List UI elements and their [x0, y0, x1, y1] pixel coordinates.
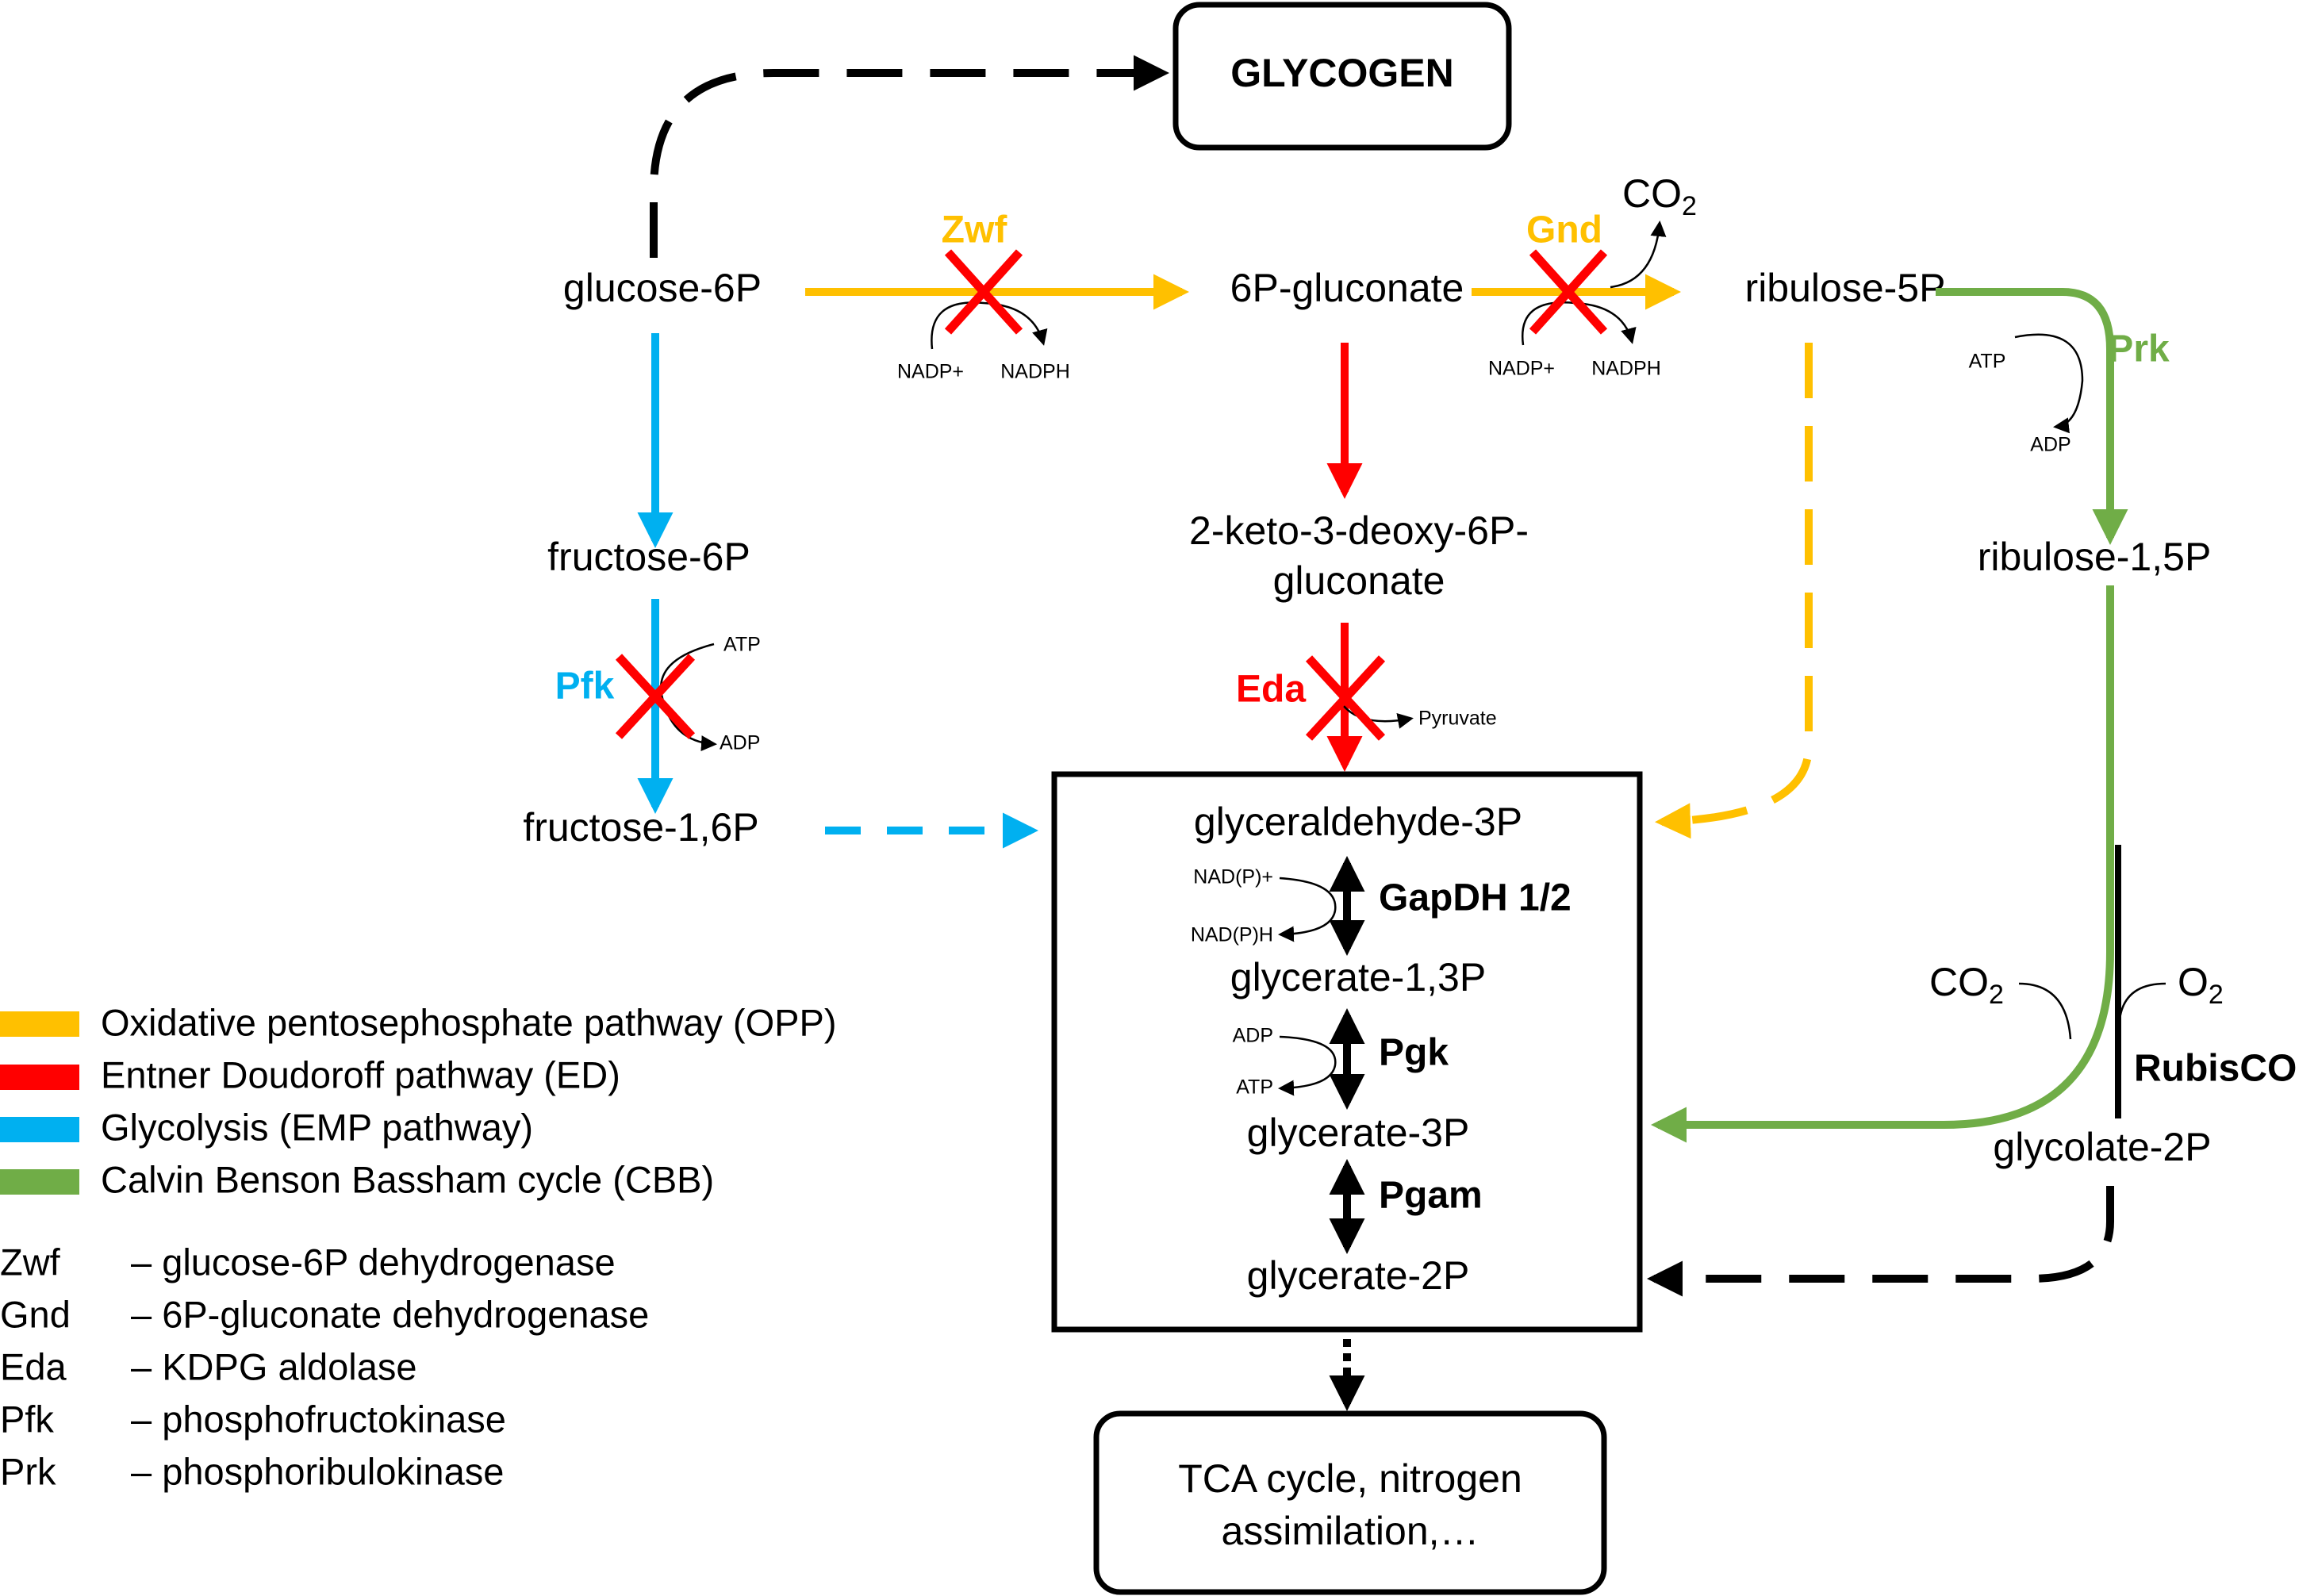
gnd-nadp-plus-label: NADP+ — [1488, 358, 1555, 380]
gapdh-nadph-label: NAD(P)H — [1191, 924, 1273, 946]
glyceraldehyde-3p-label: glyceraldehyde-3P — [1194, 800, 1522, 844]
pfk-adp-label: ADP — [720, 732, 760, 754]
rubisco-co2-label: CO2 — [1929, 960, 2004, 1010]
gnd-co2-label: CO2 — [1622, 171, 1697, 221]
rubisco-enzyme-label: RubisCO — [2134, 1048, 2297, 1090]
legend-label-emp: Glycolysis (EMP pathway) — [101, 1106, 533, 1148]
legend-label-opp: Oxidative pentosephosphate pathway (OPP) — [101, 1001, 837, 1043]
pgam-enzyme-label: Pgam — [1379, 1175, 1483, 1217]
abbr-zwf-desc: – glucose-6P dehydrogenase — [131, 1241, 616, 1283]
fructose-16p-label: fructose-1,6P — [523, 805, 758, 850]
abbr-eda-desc: – KDPG aldolase — [131, 1345, 417, 1387]
gapdh-enzyme-label: GapDH 1/2 — [1379, 877, 1572, 919]
glycerate-13p-label: glycerate-1,3P — [1230, 955, 1486, 999]
glycogen-box — [1172, 2, 1512, 151]
pyruvate-label: Pyruvate — [1418, 708, 1497, 730]
rubisco-carboxylation-arrow — [1651, 585, 2114, 1143]
pgk-cofactor-curve — [1278, 1035, 1337, 1096]
glucose-6p-label: glucose-6P — [563, 266, 762, 310]
ribulose-15p-label: ribulose-1,5P — [1978, 535, 2212, 579]
gnd-enzyme-label: Gnd — [1526, 209, 1602, 251]
glycolate-salvage-arrow — [1647, 1186, 2114, 1297]
legend-label-ed: Entner Doudoroff pathway (ED) — [101, 1053, 620, 1095]
zwf-knockout-icon — [944, 249, 1023, 335]
abbr-pfk-desc: – phosphofructokinase — [131, 1398, 506, 1440]
glycerate-2p-label: glycerate-2P — [1247, 1253, 1470, 1298]
gapdh-cofactor-curve — [1278, 877, 1337, 942]
legend-swatch-emp — [0, 1117, 79, 1142]
prk-atp-label: ATP — [1969, 351, 2006, 373]
prk-cofactor-curve — [2014, 333, 2084, 434]
gnd-knockout-icon — [1529, 249, 1608, 335]
glycogen-synthesis-arrow — [650, 55, 1169, 258]
zwf-cofactor-curve — [931, 301, 1048, 350]
abbr-prk: Prk — [0, 1450, 56, 1492]
pfk-knockout-icon — [615, 654, 696, 739]
pfk-atp-label: ATP — [723, 634, 761, 656]
abbr-gnd: Gnd — [0, 1293, 71, 1335]
zwf-nadph-label: NADPH — [1000, 361, 1070, 383]
kdpg-label-line1: 2-keto-3-deoxy-6P- — [1189, 508, 1529, 553]
rubisco-o2-curve — [2118, 982, 2166, 1020]
tca-label-line2: assimilation,… — [1221, 1509, 1479, 1553]
zwf-enzyme-label: Zwf — [942, 209, 1008, 251]
6p-gluconate-label: 6P-gluconate — [1230, 266, 1464, 310]
glycolate-2p-label: glycolate-2P — [1993, 1125, 2211, 1169]
gapdh-nadp-plus-label: NAD(P)+ — [1193, 866, 1273, 888]
rubisco-o2-label: O2 — [2178, 960, 2224, 1010]
gnd-nadph-label: NADPH — [1591, 358, 1661, 380]
abbr-eda: Eda — [0, 1345, 67, 1387]
legend-swatch-ed — [0, 1065, 79, 1090]
eda-knockout-icon — [1305, 655, 1386, 741]
eda-enzyme-label: Eda — [1236, 669, 1306, 711]
pgk-enzyme-label: Pgk — [1379, 1032, 1449, 1074]
abbr-pfk: Pfk — [0, 1398, 54, 1440]
zwf-nadp-plus-label: NADP+ — [897, 361, 964, 383]
abbreviation-list: Zwf – glucose-6P dehydrogenase Gnd – 6P-… — [0, 1241, 649, 1492]
pgk-adp-label: ADP — [1233, 1025, 1273, 1047]
legend-swatch-opp — [0, 1011, 79, 1037]
pgk-atp-label: ATP — [1236, 1076, 1273, 1099]
legend-label-cbb: Calvin Benson Bassham cycle (CBB) — [101, 1158, 714, 1200]
prk-enzyme-label: Prk — [2108, 328, 2170, 370]
glycogen-label: GLYCOGEN — [1230, 51, 1454, 95]
lower-glycolysis-box — [1051, 771, 1643, 1333]
abbr-prk-desc: – phosphoribulokinase — [131, 1450, 504, 1492]
pfk-enzyme-label: Pfk — [555, 666, 615, 708]
tca-label-line1: TCA cycle, nitrogen — [1178, 1456, 1522, 1501]
ribulose-5p-to-gap-arrow — [1655, 343, 1813, 839]
tca-box — [1093, 1410, 1607, 1595]
legend-swatch-cbb — [0, 1169, 79, 1195]
fructose-6p-label: fructose-6P — [547, 535, 750, 579]
ribulose-5p-label: ribulose-5P — [1745, 266, 1946, 310]
prk-adp-label: ADP — [2030, 434, 2070, 456]
kdpg-label-line2: gluconate — [1273, 558, 1445, 603]
abbr-gnd-desc: – 6P-gluconate dehydrogenase — [131, 1293, 649, 1335]
gnd-co2-release-curve — [1610, 221, 1667, 289]
legend: Oxidative pentosephosphate pathway (OPP)… — [0, 1001, 837, 1200]
glycerate-3p-label: glycerate-3P — [1247, 1111, 1470, 1155]
rubisco-co2-curve — [2018, 982, 2072, 1040]
prk-reaction-arrow — [1936, 288, 2128, 545]
abbr-zwf: Zwf — [0, 1241, 61, 1283]
